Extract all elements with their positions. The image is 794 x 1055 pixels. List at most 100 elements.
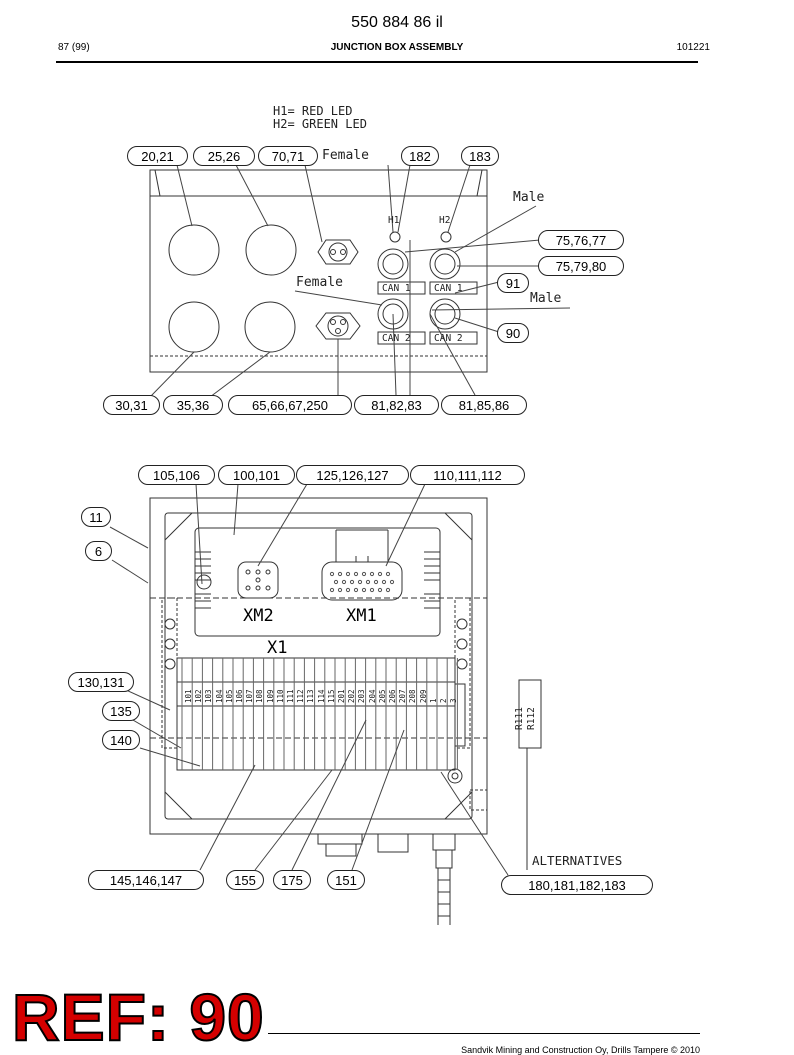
callout-90: 90 [497, 323, 529, 343]
callout-151: 151 [327, 870, 365, 890]
label-xm1: XM1 [346, 606, 377, 626]
callout-155: 155 [226, 870, 264, 890]
ref-stamp: REF: 90 [11, 980, 265, 1054]
callout-183: 183 [461, 146, 499, 166]
callout-20-21: 20,21 [127, 146, 188, 166]
can-connectors [377, 248, 478, 345]
callout-6: 6 [85, 541, 112, 561]
label-male-mid: Male [530, 291, 562, 306]
label-male-top: Male [513, 190, 545, 205]
document-number: 550 884 86 il [351, 14, 443, 31]
cable-gland-hole [245, 224, 297, 276]
cable-gland-hole [168, 301, 220, 353]
terminal-dividers [181, 658, 458, 770]
terminal-number: 111 [286, 689, 295, 703]
terminal-number: 203 [357, 689, 367, 703]
terminal-number: 205 [377, 689, 387, 703]
cable-gland-hole [168, 224, 220, 276]
terminal-number: 107 [245, 689, 255, 703]
callout-75-79-80: 75,79,80 [538, 256, 624, 276]
label-can2-left: CAN 2 [382, 333, 411, 344]
label-can1-right: CAN 1 [434, 283, 463, 294]
callout-81-82-83: 81,82,83 [354, 395, 439, 415]
terminal-number: 106 [235, 689, 244, 703]
footer-copyright: Sandvik Mining and Construction Oy, Dril… [461, 1045, 700, 1055]
callout-130-131: 130,131 [68, 672, 134, 692]
label-r112: R112 [526, 707, 537, 730]
top-leaders [149, 164, 571, 398]
legend-h2: H2= GREEN LED [273, 117, 367, 131]
callout-105-106: 105,106 [138, 465, 215, 485]
led-h1 [389, 231, 401, 243]
header-rule [56, 61, 698, 63]
callout-81-85-86: 81,85,86 [441, 395, 527, 415]
cable-gland-hole [244, 301, 296, 353]
terminal-number: 204 [367, 689, 377, 703]
callout-100-101: 100,101 [218, 465, 295, 485]
label-x1: X1 [267, 638, 288, 658]
terminal-number: 101 [184, 689, 193, 703]
callout-145-146-147: 145,146,147 [88, 870, 204, 890]
bottom-leaders [109, 483, 509, 876]
led-h2 [440, 231, 452, 243]
terminal-number: 105 [224, 689, 234, 703]
control-module [194, 527, 441, 637]
document-code: 101221 [676, 42, 710, 53]
callout-91: 91 [497, 273, 529, 293]
callout-75-76-77: 75,76,77 [538, 230, 624, 250]
terminal-number: 114 [316, 689, 326, 703]
xm1-pins [329, 571, 395, 593]
callout-11: 11 [81, 507, 111, 527]
label-alternatives: ALTERNATIVES [532, 853, 623, 868]
bottom-glands [317, 833, 456, 925]
terminal-number: 206 [388, 689, 397, 703]
label-female-top: Female [322, 148, 369, 163]
callout-65-66-67-250: 65,66,67,250 [228, 395, 352, 415]
resistor-alternative [518, 679, 542, 870]
legend-h1: H1= RED LED [273, 104, 353, 118]
callout-125-126-127: 125,126,127 [296, 465, 409, 485]
terminal-number: 115 [326, 689, 336, 703]
footer-rule [268, 1033, 700, 1034]
terminal-number: 2 [439, 698, 448, 703]
terminal-number: 1 [428, 698, 438, 703]
label-female-mid: Female [296, 275, 343, 290]
callout-25-26: 25,26 [193, 146, 255, 166]
terminal-number: 103 [204, 689, 214, 703]
terminal-number: 209 [418, 689, 428, 703]
terminal-number: 104 [214, 689, 224, 703]
terminal-number: 113 [306, 689, 316, 703]
page-title: JUNCTION BOX ASSEMBLY [330, 42, 464, 53]
label-h2: H2 [439, 215, 451, 226]
callout-180-181-182-183: 180,181,182,183 [501, 875, 653, 895]
callout-30-31: 30,31 [103, 395, 160, 415]
callout-135: 135 [102, 701, 140, 721]
label-can1-left: CAN 1 [382, 283, 411, 294]
gland-65 [315, 312, 361, 340]
label-xm2: XM2 [243, 606, 274, 626]
terminal-number: 110 [275, 689, 285, 703]
terminal-number: 3 [449, 698, 459, 703]
top-view-box [149, 169, 488, 373]
terminal-number: 108 [255, 689, 265, 703]
terminal-number: 109 [265, 689, 275, 703]
terminal-number: 201 [337, 689, 346, 703]
callout-140: 140 [102, 730, 140, 750]
label-can2-right: CAN 2 [434, 333, 463, 344]
gland-70-71 [317, 239, 359, 265]
terminal-number: 102 [194, 689, 204, 703]
terminal-number: 207 [398, 689, 408, 703]
callout-35-36: 35,36 [163, 395, 223, 415]
bottom-view-box [149, 497, 488, 835]
terminal-number: 112 [296, 689, 306, 703]
terminal-number: 208 [408, 689, 418, 703]
label-r111: R111 [514, 707, 525, 730]
terminal-rail [176, 657, 466, 771]
callout-70-71: 70,71 [258, 146, 318, 166]
page-number: 87 (99) [58, 42, 90, 53]
label-h1: H1 [388, 215, 400, 226]
callout-182: 182 [401, 146, 439, 166]
callout-175: 175 [273, 870, 311, 890]
terminal-number: 202 [347, 689, 357, 703]
